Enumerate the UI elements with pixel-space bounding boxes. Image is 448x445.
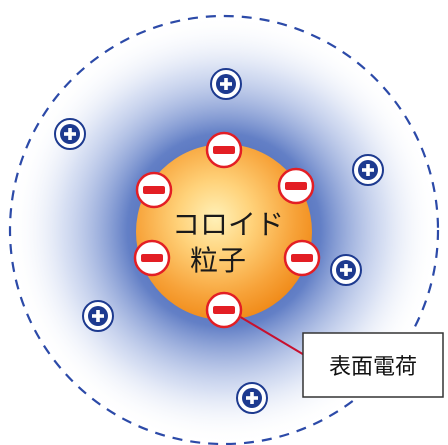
callout-box bbox=[302, 332, 444, 398]
callout-line bbox=[231, 311, 307, 357]
colloid-particle bbox=[136, 144, 312, 320]
minus-icon bbox=[285, 182, 307, 190]
counter-ion-1 bbox=[210, 68, 242, 100]
plus-icon bbox=[336, 260, 356, 280]
plus-icon bbox=[216, 74, 236, 94]
surface-charge-6 bbox=[205, 291, 243, 329]
plus-icon bbox=[88, 306, 108, 326]
core-label-line2: 粒子 bbox=[190, 244, 246, 277]
plus-icon bbox=[60, 124, 80, 144]
counter-ion-5 bbox=[82, 300, 114, 332]
minus-icon bbox=[143, 186, 165, 194]
surface-charge-1 bbox=[205, 131, 243, 169]
plus-icon bbox=[358, 160, 378, 180]
counter-ion-3 bbox=[352, 154, 384, 186]
minus-icon bbox=[291, 254, 313, 262]
surface-charge-2 bbox=[135, 171, 173, 209]
diffuse-layer-boundary bbox=[8, 14, 440, 445]
core-label-line1: コロイド bbox=[172, 208, 284, 241]
surface-charge-3 bbox=[277, 167, 315, 205]
plus-icon bbox=[242, 388, 262, 408]
callout-label: 表面電荷 bbox=[329, 355, 417, 380]
minus-icon bbox=[141, 254, 163, 262]
counter-ion-2 bbox=[54, 118, 86, 150]
counter-ion-6 bbox=[236, 382, 268, 414]
surface-charge-4 bbox=[133, 239, 171, 277]
counter-ion-4 bbox=[330, 254, 362, 286]
surface-charge-5 bbox=[283, 239, 321, 277]
minus-icon bbox=[213, 306, 235, 314]
minus-icon bbox=[213, 146, 235, 154]
